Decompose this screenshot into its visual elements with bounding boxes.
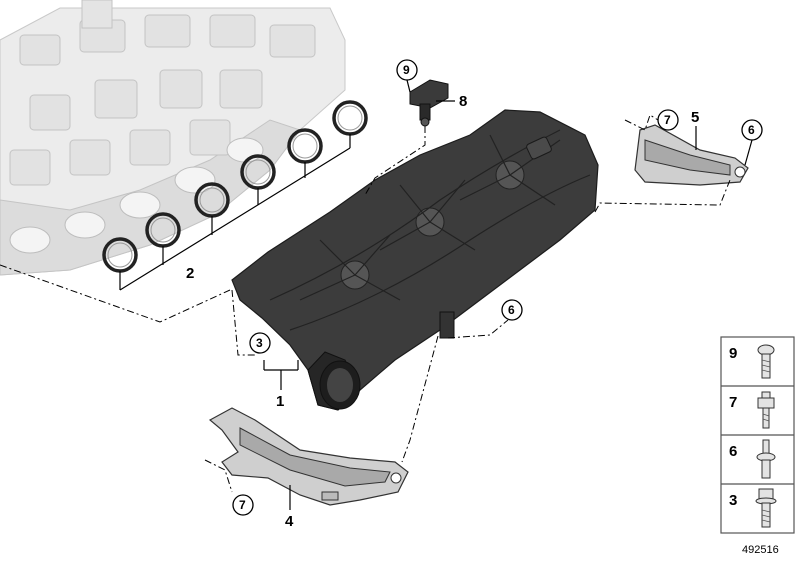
intake-manifold [231,109,599,411]
legend-label-6: 6 [729,443,737,460]
callout-9-badge: 9 [396,59,418,81]
callout-3-badge: 3 [249,332,271,354]
diagram-id: 492516 [742,544,779,556]
callout-5: 5 [691,109,699,126]
alignment-line [0,264,231,323]
gasket-ring [287,128,323,164]
callout-1-leader [263,360,299,390]
callout-6-badge-top: 6 [741,119,763,141]
stud-7-icon [757,391,775,429]
callout-6-mid: 6 [508,303,515,317]
stud-6-icon [756,439,776,479]
callout-7-badge-top: 7 [657,109,679,131]
gasket-ring [332,100,368,136]
bracket-5 [634,124,749,186]
fastener-3-line [231,289,255,356]
cylinder-head-ghost [0,0,346,276]
sensor-align-line [364,126,426,196]
callout-2: 2 [186,265,194,282]
callout-7-bottom: 7 [239,498,246,512]
callout-9: 9 [403,63,410,77]
callout-7-badge-bottom: 7 [232,494,254,516]
legend-label-9: 9 [729,345,737,362]
screw-9-icon [757,344,775,379]
callout-8: 8 [459,93,467,110]
callout-4: 4 [285,513,294,530]
callout-1: 1 [276,393,284,410]
callout-6-badge-mid: 6 [501,299,523,321]
bracket-4-align-line [401,335,439,463]
callout-7-top: 7 [664,113,671,127]
bolt-3-icon [755,488,777,528]
pressure-sensor [409,79,449,127]
legend-label-3: 3 [729,492,737,509]
bracket-5-align-line [594,179,731,213]
callout-3: 3 [256,336,263,350]
callout-6-top: 6 [748,123,755,137]
legend-label-7: 7 [729,394,737,411]
hardware-legend: 9 7 6 3 [720,336,795,534]
gasket-leaders [119,134,351,291]
bracket-4 [208,407,409,506]
